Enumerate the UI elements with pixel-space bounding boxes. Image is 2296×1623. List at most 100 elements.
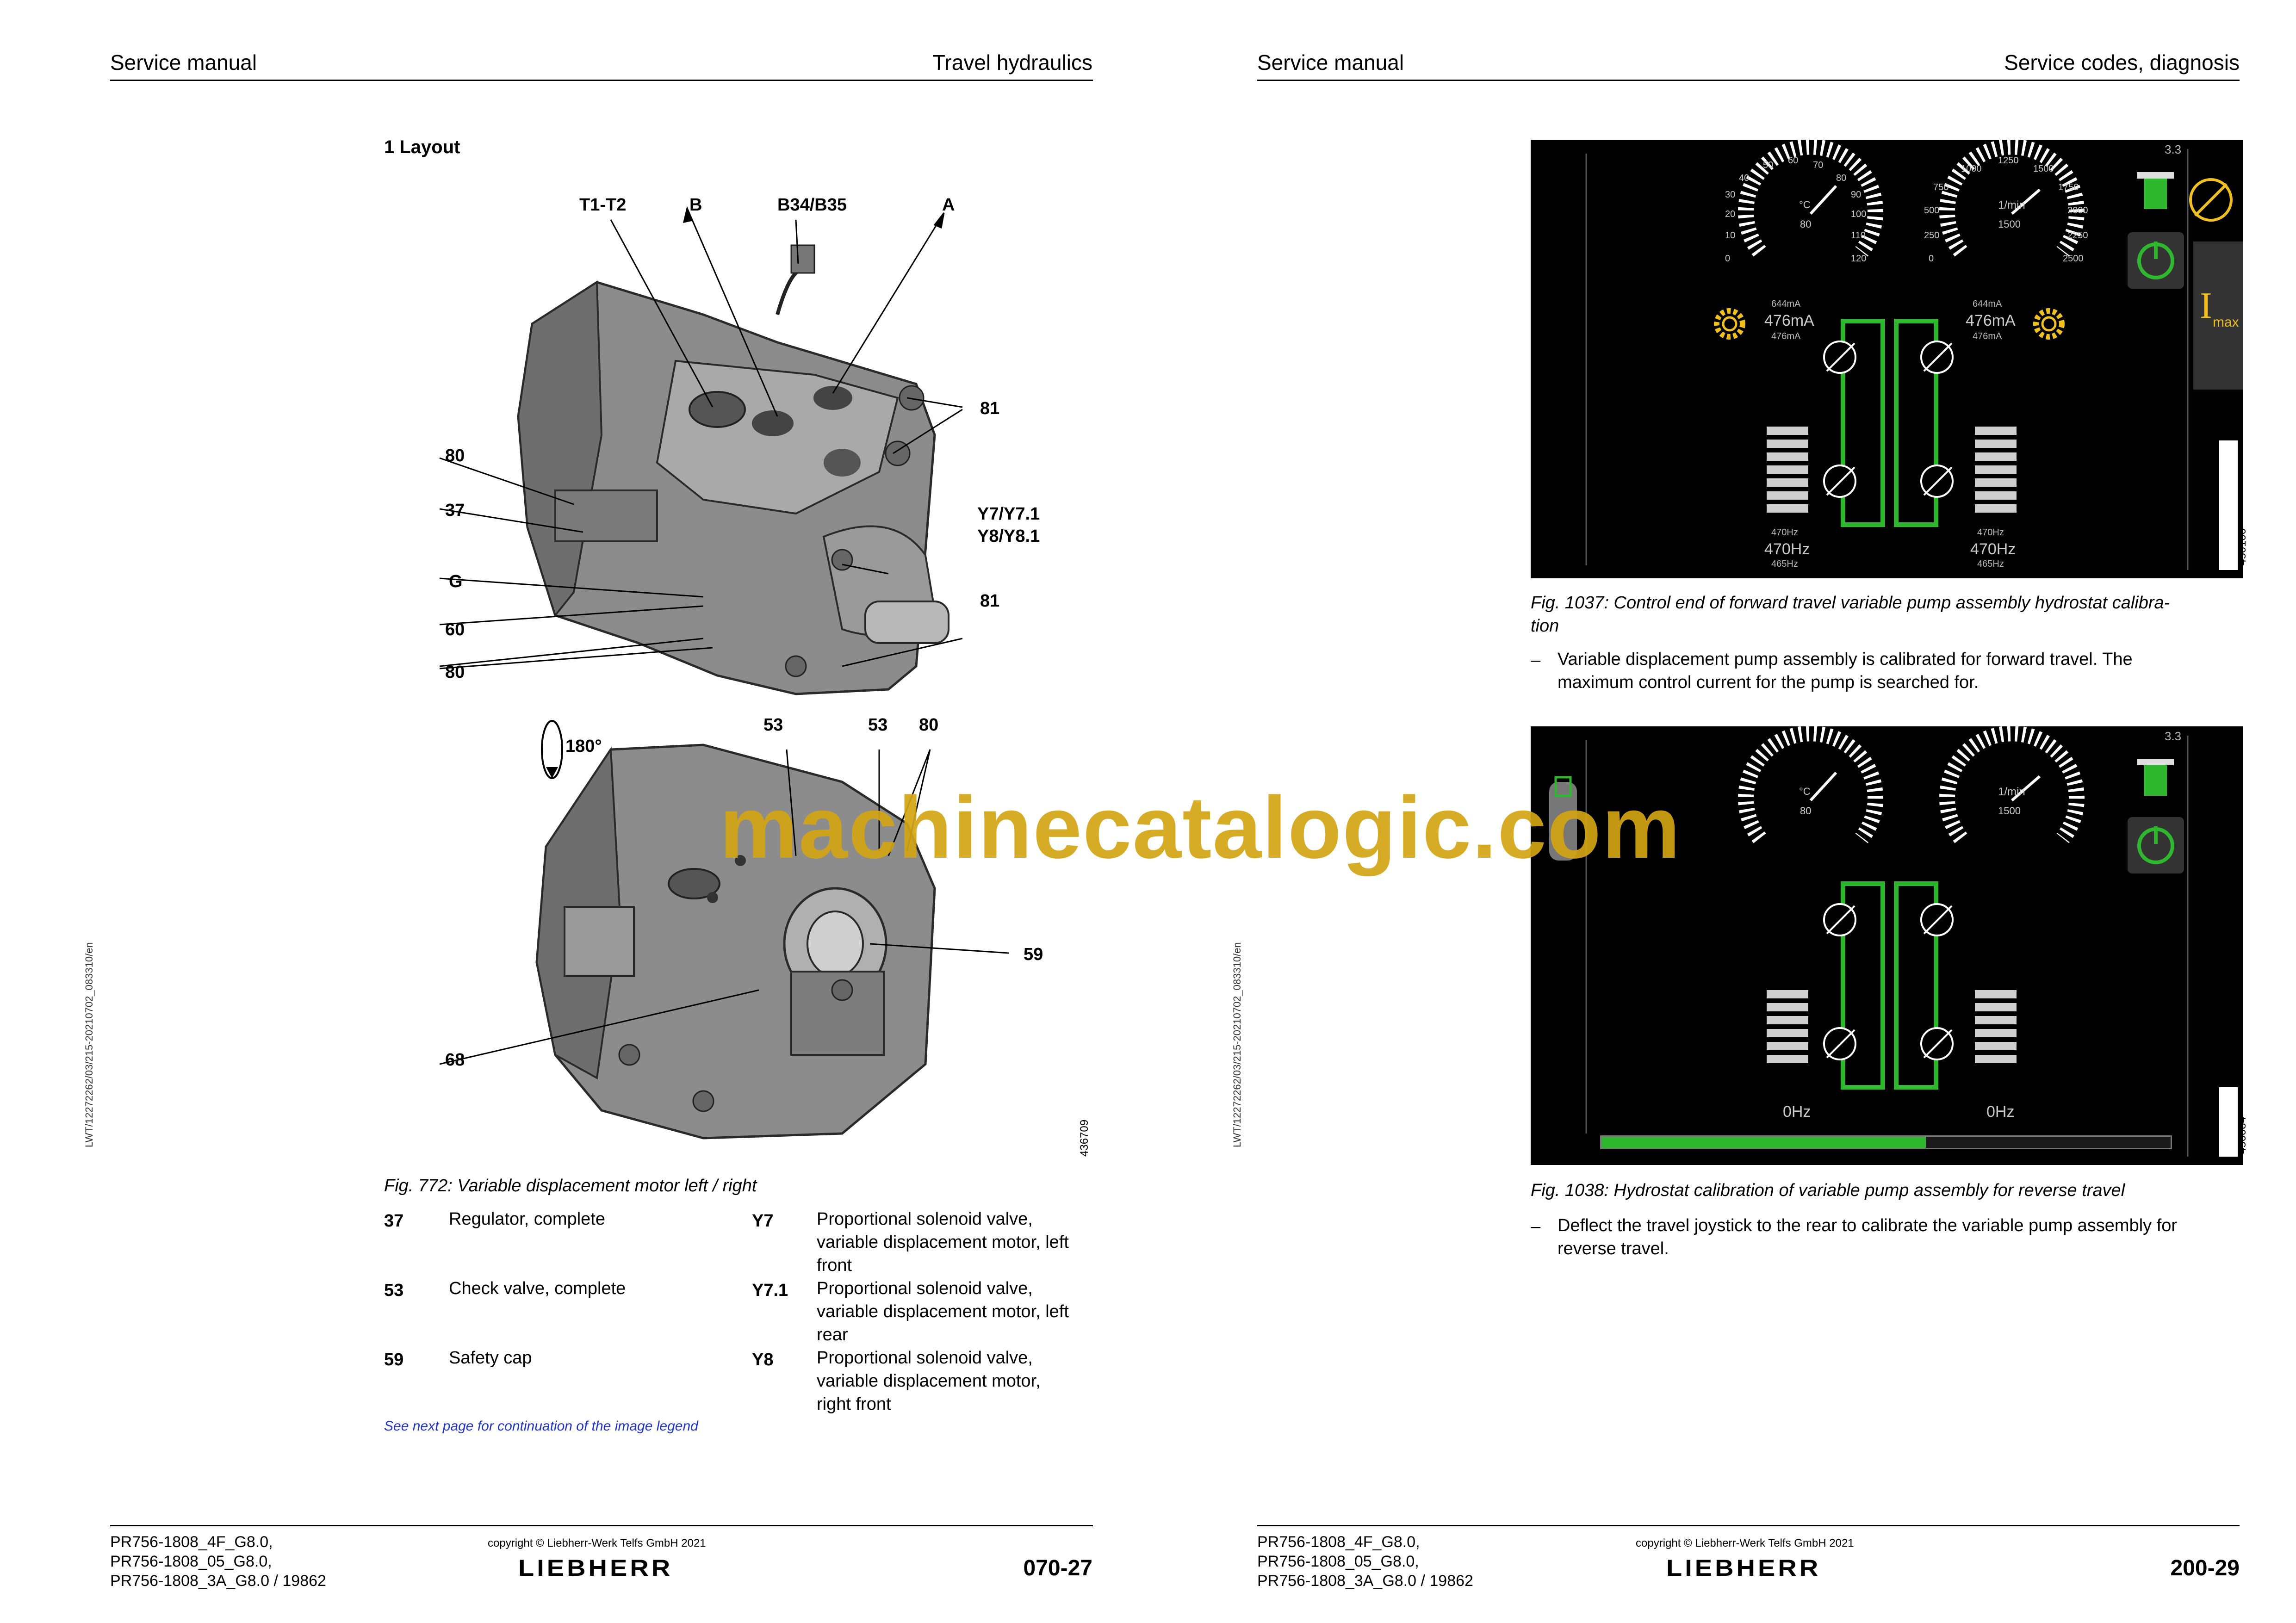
temp-tick-40: 40 — [1739, 173, 1750, 183]
rpm-tick-750: 750 — [1933, 182, 1949, 192]
legend-num-53: 53 — [384, 1281, 404, 1300]
footer-model-3: PR756-1808_3A_G8.0 / 19862 — [1257, 1572, 1473, 1590]
bullet2-dash: – — [1531, 1217, 1541, 1236]
callout-53-a: 53 — [763, 715, 783, 735]
hydraulic-circuit — [1841, 319, 1938, 527]
left-ma-small: 644mA — [1771, 299, 1801, 309]
legend-text-y71: Proportional solenoid valve, variable di… — [817, 1279, 1069, 1344]
side-doc-id: LWT/12272262/03/215-20210702_083310/en — [83, 942, 95, 1147]
callout-b34-b35: B34/B35 — [777, 195, 847, 215]
temp-tick-70: 70 — [1813, 160, 1824, 170]
right-hz-low: 465Hz — [1977, 559, 2004, 569]
rpm-tick-1750: 1750 — [2058, 182, 2079, 192]
gear-icon-right — [2033, 308, 2065, 340]
rpm-tick-2500: 2500 — [2063, 254, 2084, 264]
left-ma-low: 476mA — [1771, 331, 1801, 341]
left-ma-big: 476mA — [1764, 312, 1814, 329]
right-hz-small: 470Hz — [1977, 527, 2004, 538]
left-page: Service manual Travel hydraulics LWT/122… — [83, 50, 1101, 1591]
bullet1-line1: Variable displacement pump assembly is c… — [1558, 650, 2133, 669]
bullet2-line2: reverse travel. — [1558, 1239, 1669, 1258]
motor-figure — [379, 176, 1101, 1166]
legend-text-37: Regulator, complete — [449, 1209, 605, 1229]
footer-rule — [1257, 1525, 2240, 1526]
temp-tick-60: 60 — [1788, 155, 1799, 166]
right-hz-big: 470Hz — [1970, 540, 2016, 558]
legend-text-59: Safety cap — [449, 1348, 532, 1368]
hydraulic-circuit — [1841, 881, 1938, 1090]
page-number: 070-27 — [1023, 1556, 1092, 1580]
footer-model-1: PR756-1808_4F_G8.0, — [1257, 1533, 1420, 1551]
rpm-unit: 1/min — [1998, 199, 2025, 211]
callout-80-upper: 80 — [445, 446, 465, 465]
temperature-gauge — [1738, 140, 1883, 257]
screen2-image-id: 450084 — [2236, 1116, 2248, 1154]
legend-num-y7: Y7 — [752, 1211, 774, 1231]
temp-tick-20: 20 — [1725, 209, 1736, 219]
rpm-tick-500: 500 — [1924, 205, 1940, 216]
rpm-tick-1000: 1000 — [1961, 164, 1982, 174]
rpm-tick-1250: 1250 — [1998, 155, 2019, 166]
callout-rotation: 180° — [565, 737, 602, 756]
power-button-icon — [2128, 817, 2184, 873]
continuation-link[interactable]: See next page for continuation of the im… — [384, 1419, 698, 1434]
footer-model-3: PR756-1808_3A_G8.0 / 19862 — [110, 1572, 326, 1590]
footer-model-2: PR756-1808_05_G8.0, — [110, 1553, 272, 1570]
callout-59: 59 — [1024, 945, 1043, 964]
legend-num-y71: Y7.1 — [752, 1281, 788, 1300]
callout-80-bottom: 80 — [919, 715, 939, 735]
legend-num-y8: Y8 — [752, 1350, 774, 1369]
temp-tick-10: 10 — [1725, 230, 1736, 241]
temp-tick-100: 100 — [1851, 209, 1867, 219]
callout-37: 37 — [445, 501, 465, 520]
left-hz: 0Hz — [1783, 1103, 1811, 1121]
callout-81-upper: 81 — [980, 399, 1000, 418]
left-hz-big: 470Hz — [1764, 540, 1810, 558]
bullet1-dash: – — [1531, 650, 1541, 670]
footer-models: PR756-1808_4F_G8.0, PR756-1808_05_G8.0, … — [110, 1532, 326, 1591]
temp-unit: °C — [1799, 199, 1811, 211]
joystick-icon — [1549, 776, 1577, 861]
vehicle-icon — [2137, 759, 2174, 796]
callout-t1t2: T1-T2 — [579, 195, 627, 215]
header-left-title: Service manual — [110, 50, 257, 74]
rpm-inner-value: 1500 — [1998, 218, 2021, 230]
footer-model-2: PR756-1808_05_G8.0, — [1257, 1553, 1419, 1570]
right-ma-small: 644mA — [1973, 299, 2002, 309]
rpm-tick-250: 250 — [1924, 230, 1940, 241]
figure-image-id: 436709 — [1078, 1119, 1091, 1157]
motor-stack-left — [1767, 427, 1808, 513]
rpm-tick-2000: 2000 — [2067, 205, 2088, 216]
display-screen-reverse: 3.3 °C 80 1/min 1500 0Hz 0Hz 450084 — [1531, 726, 2248, 1165]
figure1-caption: Fig. 1037: Control end of forward travel… — [1531, 591, 2243, 638]
liebherr-logo: LIEBHERR — [1666, 1555, 1821, 1581]
imax-panel — [2193, 242, 2243, 390]
rpm-gauge — [1939, 140, 2085, 257]
image-id-strip — [2219, 1087, 2238, 1157]
side-doc-id: LWT/12272262/03/215-20210702_083310/en — [1231, 942, 1243, 1147]
bullet1-text: Variable displacement pump assembly is c… — [1558, 648, 2242, 694]
callout-y8: Y8/Y8.1 — [977, 527, 1040, 546]
calibration-progress-fill — [1601, 1137, 1926, 1148]
bullet2-line1: Deflect the travel joystick to the rear … — [1558, 1216, 2178, 1235]
callout-y7: Y7/Y7.1 — [977, 504, 1040, 524]
rpm-tick-2250: 2250 — [2067, 230, 2088, 241]
temperature-gauge — [1738, 726, 1883, 843]
callout-g: G — [449, 572, 463, 591]
figure1-caption-line1: Fig. 1037: Control end of forward travel… — [1531, 593, 2170, 613]
temp-unit: °C — [1799, 786, 1811, 797]
screen1-image-id: 450100 — [2236, 528, 2248, 565]
imax-label: max — [2213, 315, 2239, 330]
footer-rule — [110, 1525, 1093, 1526]
callout-60: 60 — [445, 620, 465, 639]
figure-caption: Fig. 772: Variable displacement motor le… — [384, 1176, 757, 1196]
header-right-title: Service codes, diagnosis — [2004, 50, 2240, 74]
callout-81-lower: 81 — [980, 591, 1000, 611]
callout-b: B — [689, 195, 702, 215]
header-rule — [110, 80, 1093, 81]
liebherr-logo: LIEBHERR — [518, 1555, 673, 1581]
motor-stack-left — [1767, 990, 1808, 1063]
page-number: 200-29 — [2170, 1556, 2240, 1580]
bullet1-line2: maximum control current for the pump is … — [1558, 673, 1979, 692]
footer-model-1: PR756-1808_4F_G8.0, — [110, 1533, 273, 1551]
